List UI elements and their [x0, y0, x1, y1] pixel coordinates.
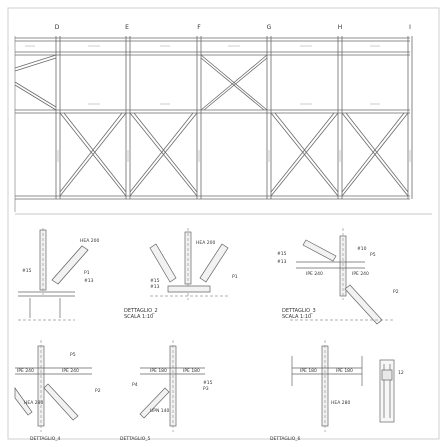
- grid-label-g: G: [267, 24, 272, 31]
- detail-2-n13: #13: [150, 284, 160, 290]
- detail-3-p5: P5: [370, 252, 376, 258]
- detail-5: IPE 180 IPE 180 P4 #15 P3 UPN 140 DETTAG…: [120, 340, 213, 442]
- grid-label-d: D: [55, 24, 60, 31]
- grid-label-h: H: [338, 24, 343, 31]
- detail-5-upn-label: UPN 140: [150, 408, 170, 414]
- detail-5-brace: [139, 387, 170, 419]
- detail-3-title: DETTAGLIO_3: [282, 308, 316, 314]
- detail-3-ipe240-right: IPE 240: [352, 271, 369, 277]
- grid-label-i: I: [409, 24, 411, 31]
- grid-labels: D E F G H I: [55, 24, 411, 31]
- detail-6-ipe180-right: IPE 180: [336, 368, 353, 374]
- detail-4-brace: [43, 383, 79, 421]
- detail-2-p1: P1: [232, 274, 238, 280]
- detail-3: IPE 240 IPE 240 #15 #13 #10 P5 P2 DETTAG…: [277, 228, 399, 325]
- detail-5-title: DETTAGLIO_5: [120, 436, 150, 442]
- detail-6-section-tag: 12: [398, 370, 404, 376]
- detail-3-lower-brace: [344, 284, 383, 325]
- detail-5-n15: #15: [203, 380, 213, 386]
- detail-1-p1: P1: [84, 270, 90, 276]
- detail-6-ipe180-left: IPE 180: [300, 368, 317, 374]
- detail-2-hea-label: HEA 200: [196, 240, 215, 246]
- detail-2-scale: SCALA 1:10: [124, 314, 153, 320]
- detail-3-scale: SCALA 1:10: [282, 314, 311, 320]
- beam-annotation-ticks: [25, 45, 411, 162]
- detail-4: IPE 240 IPE 240 P5 P2 HEA 280 DETTAGLIO_…: [14, 340, 101, 442]
- detail-5-ipe180-left: IPE 180: [150, 368, 167, 374]
- detail-4-title: DETTAGLIO_4: [30, 436, 60, 442]
- detail-4-ipe240-right: IPE 240: [62, 368, 79, 374]
- detail-3-upper-brace: [302, 239, 337, 262]
- detail-4-p5: P5: [70, 352, 76, 358]
- detail-5-p3: P3: [203, 386, 209, 392]
- braced-frame-elevation: [14, 36, 413, 212]
- detail-1-n15: #15: [22, 268, 32, 274]
- beams: [15, 37, 410, 200]
- lower-bracing: [59, 112, 409, 197]
- detail-3-p2: P2: [393, 289, 399, 295]
- detail-2-right-brace: [199, 243, 229, 283]
- detail-1-n13: #13: [84, 278, 94, 284]
- detail-6-title: DETTAGLIO_6: [270, 436, 300, 442]
- grid-label-e: E: [125, 24, 129, 31]
- detail-3-n15: #15: [277, 251, 287, 257]
- detail-4-ipe240-left: IPE 240: [17, 368, 34, 374]
- detail-4-p2: P2: [95, 388, 101, 394]
- detail-6-hea-label: HEA 280: [331, 400, 350, 406]
- grid-label-f: F: [197, 24, 201, 31]
- sheet-border: [7, 7, 440, 440]
- upper-bracing: [14, 54, 268, 111]
- detail-5-ipe180-right: IPE 180: [183, 368, 200, 374]
- detail-3-n13: #13: [277, 259, 287, 265]
- detail-5-p4: P4: [132, 382, 138, 388]
- detail-1: HEA 200 P1 #15 #13: [18, 228, 99, 321]
- detail-6-section-view: [379, 359, 395, 423]
- detail-4-hea-label: HEA 280: [24, 400, 43, 406]
- detail-1-hea-label: HEA 200: [80, 238, 99, 244]
- detail-6: IPE 180 IPE 180 HEA 280 DETTAGLIO_6 12: [270, 340, 404, 442]
- detail-2-left-brace: [149, 243, 177, 283]
- detail-3-n10: #10: [357, 246, 367, 252]
- detail-3-ipe240-left: IPE 240: [306, 271, 323, 277]
- detail-2-n15: #15: [150, 278, 160, 284]
- detail-2-title: DETTAGLIO_2: [124, 308, 158, 314]
- detail-2: HEA 200 P1 #15 #13 DETTAGLIO_2 SCALA 1:1…: [124, 228, 238, 320]
- columns: [55, 36, 413, 199]
